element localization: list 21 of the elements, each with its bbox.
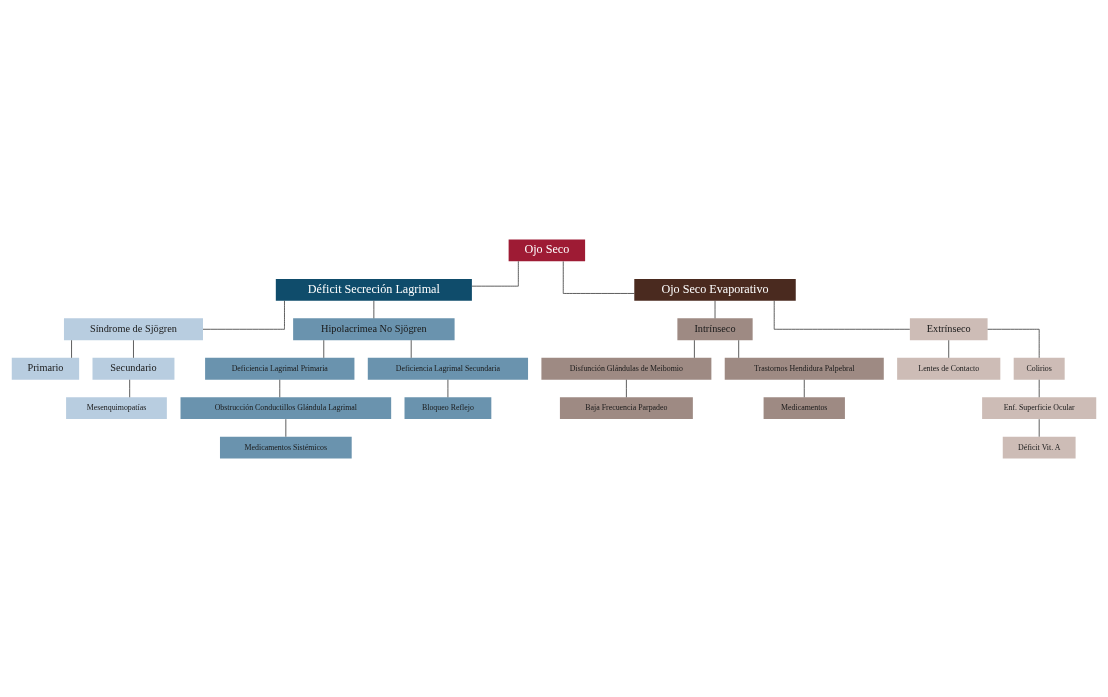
- connector: [373, 299, 375, 319]
- connector: [129, 378, 131, 398]
- node-box: Déficit Secreción Lagrimal: [275, 278, 472, 301]
- connector: [987, 328, 1040, 358]
- node-box: Ojo Seco: [508, 238, 586, 261]
- connector: [773, 299, 911, 330]
- connector: [714, 299, 716, 319]
- connector: [626, 378, 627, 398]
- node-box: Intrínseco: [677, 317, 753, 340]
- node-box: Hipolacrimea No Sjögren: [293, 317, 455, 340]
- node-box: Ojo Seco Evaporativo: [634, 278, 796, 301]
- connector: [471, 260, 519, 287]
- connector: [71, 339, 72, 358]
- connector: [562, 260, 635, 294]
- node-box: Secundario: [92, 357, 175, 380]
- connector: [202, 299, 285, 330]
- connector: [133, 339, 134, 358]
- connector: [694, 339, 695, 358]
- node-box: Primario: [11, 357, 80, 380]
- node-box: Extrínseco: [909, 317, 988, 340]
- node-box: Síndrome de Sjögren: [63, 317, 203, 340]
